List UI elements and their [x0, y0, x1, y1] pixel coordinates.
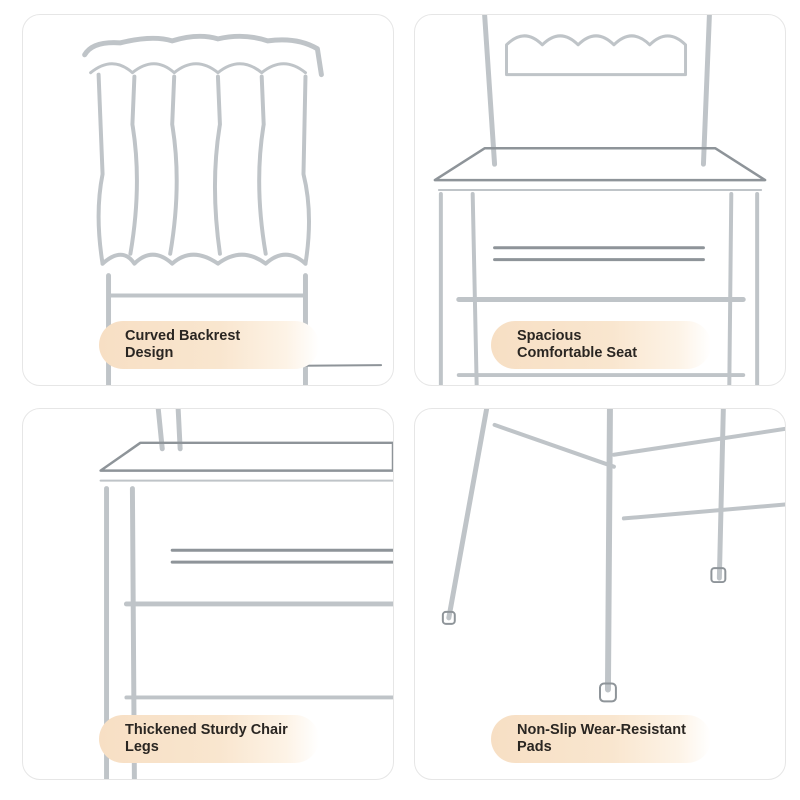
caption-text: Non-Slip Wear-Resistant Pads	[517, 722, 686, 755]
caption-text: Spacious Comfortable Seat	[517, 328, 638, 361]
feature-panel-pads: Non-Slip Wear-Resistant Pads	[414, 408, 786, 780]
caption-text: Thickened Sturdy Chair Legs	[125, 722, 288, 755]
chair-seat-image	[433, 15, 767, 385]
caption-pill: Curved Backrest Design	[99, 321, 319, 369]
feature-panel-seat: Spacious Comfortable Seat	[414, 14, 786, 386]
feature-panel-legs: Thickened Sturdy Chair Legs	[22, 408, 394, 780]
caption-pill: Non-Slip Wear-Resistant Pads	[491, 715, 711, 763]
chair-feet-pads-image	[441, 409, 785, 703]
caption-text: Curved Backrest Design	[125, 328, 241, 361]
caption-pill: Spacious Comfortable Seat	[491, 321, 711, 369]
caption-pill: Thickened Sturdy Chair Legs	[99, 715, 319, 763]
feature-panel-backrest: Curved Backrest Design	[22, 14, 394, 386]
